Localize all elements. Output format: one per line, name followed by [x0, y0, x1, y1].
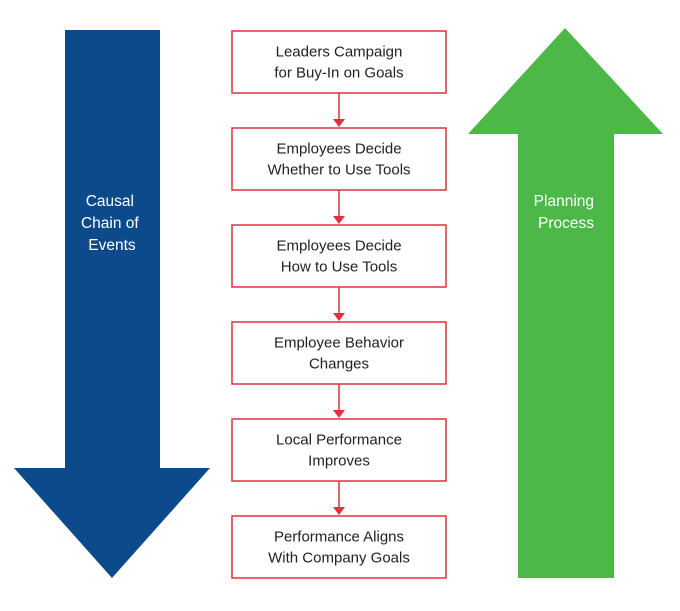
connector-arrowhead-icon	[333, 507, 345, 515]
connector-arrowhead-icon	[333, 313, 345, 321]
connector-arrowhead-icon	[333, 119, 345, 127]
step-text-line: Whether to Use Tools	[267, 162, 410, 179]
step-text-line: Local Performance	[276, 432, 402, 449]
step-text: Leaders Campaign for Buy-In on Goals	[274, 44, 403, 82]
steps-flow: Leaders Campaign for Buy-In on GoalsEmplo…	[231, 30, 447, 579]
planning-process-arrow: Planning Process	[468, 28, 663, 578]
step-box-border	[231, 515, 447, 579]
step-box-border	[231, 418, 447, 482]
causal-chain-label-line: Causal	[86, 193, 134, 210]
step-text-line: Employee Behavior	[274, 335, 404, 352]
step-text-line: Changes	[309, 356, 369, 373]
step-text-line: Employees Decide	[276, 238, 401, 255]
step-box-border	[231, 321, 447, 385]
connector-arrowhead-icon	[333, 216, 345, 224]
causal-chain-label-line: Events	[88, 237, 136, 254]
step-text-line: Leaders Campaign	[276, 44, 403, 61]
step-box-border	[231, 127, 447, 191]
planning-process-label-line: Planning	[534, 193, 594, 210]
step-text-line: Employees Decide	[276, 141, 401, 158]
step-box-border	[231, 30, 447, 94]
planning-process-label: Planning Process	[534, 193, 599, 232]
up-arrow-shape	[468, 28, 663, 578]
connector-arrowhead-icon	[333, 410, 345, 418]
causal-chain-arrow: Causal Chain of Events	[14, 30, 210, 578]
step-text-line: Performance Aligns	[274, 529, 404, 546]
causal-chain-label: Causal Chain of Events	[81, 193, 143, 254]
step-text-line: for Buy-In on Goals	[274, 65, 403, 82]
step-text-line: With Company Goals	[268, 550, 410, 567]
causal-chain-label-line: Chain of	[81, 215, 139, 232]
step-box: Leaders Campaign for Buy-In on Goals	[231, 30, 447, 94]
step-box-border	[231, 224, 447, 288]
planning-process-label-line: Process	[538, 215, 594, 232]
down-arrow-shape	[14, 30, 210, 578]
step-text-line: How to Use Tools	[281, 259, 397, 276]
step-text-line: Improves	[308, 453, 370, 470]
